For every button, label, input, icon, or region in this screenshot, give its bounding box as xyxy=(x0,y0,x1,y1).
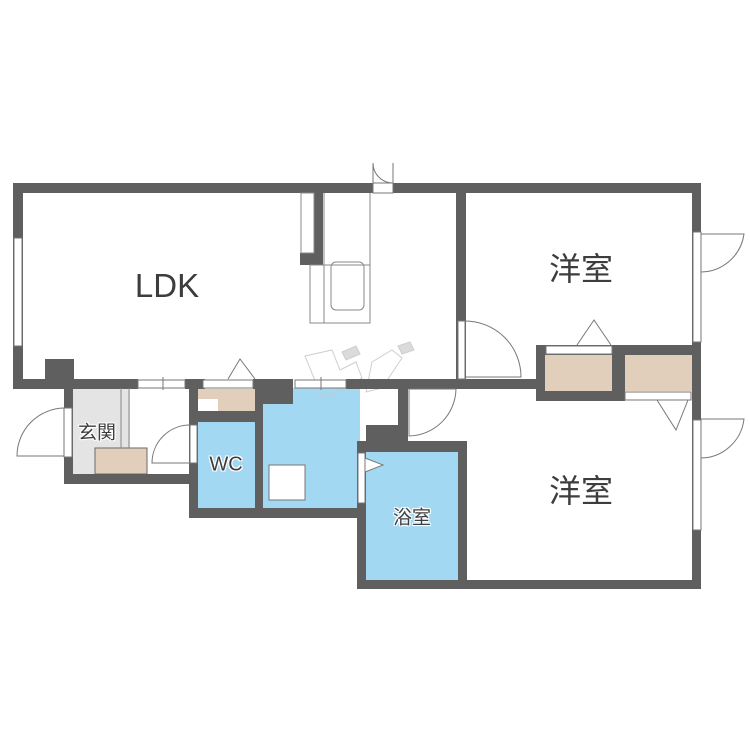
sink xyxy=(330,261,365,311)
room-label-wc: WC xyxy=(209,453,243,476)
storage-window xyxy=(202,379,254,389)
storage-shelf xyxy=(198,389,255,411)
washing-machine-space xyxy=(268,464,306,501)
closet1-door xyxy=(545,345,613,355)
kitchen-counter xyxy=(300,192,371,324)
ldk-window xyxy=(13,237,23,347)
room-label-western-1: 洋室 xyxy=(548,250,614,288)
closet-2 xyxy=(625,355,692,391)
watermark-logo xyxy=(304,341,415,399)
doors xyxy=(16,162,745,504)
hall-window xyxy=(137,379,186,389)
room-label-ldk: LDK xyxy=(134,267,200,304)
room1-window xyxy=(692,231,702,343)
wc-floor xyxy=(198,422,255,508)
closet-1 xyxy=(545,355,612,391)
shoe-cabinet xyxy=(94,447,148,475)
bathroom-floor xyxy=(366,452,458,580)
room-label-bathroom: 浴室 xyxy=(392,506,432,529)
room-label-entrance: 玄関 xyxy=(77,421,117,444)
closet2-door xyxy=(624,391,692,401)
room2-window xyxy=(692,419,702,531)
room-label-western-2: 洋室 xyxy=(548,472,614,510)
